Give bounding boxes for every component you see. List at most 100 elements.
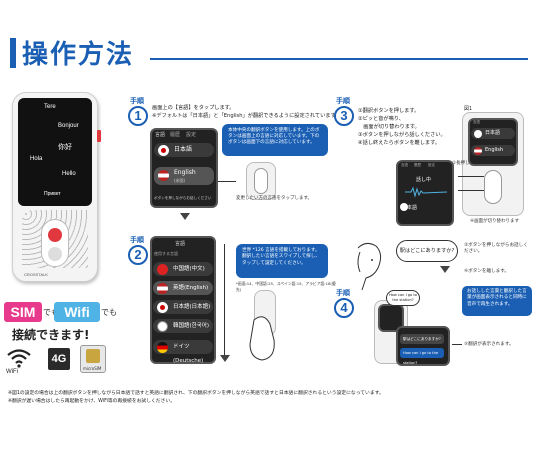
step4-result-phone <box>396 326 450 366</box>
figure1-lang-japanese[interactable]: 日本語 <box>471 128 515 139</box>
japan-flag-icon <box>400 203 408 211</box>
step1-balloon: 本体中央の翻訳ボタンを使用します。上のボタンは画面上の言語に対応しています。下の… <box>222 124 328 156</box>
figure-label: 図1 <box>464 106 473 112</box>
footnote-2: ※翻訳が遅い場合はしたら再起動をかけ、WiFi等の再接続をお試しください。 <box>8 399 175 404</box>
lang-label: 日本語 <box>485 130 501 136</box>
sim-chip-icon <box>86 349 100 363</box>
step1-text1: 画面上の【言語】をタップします。 <box>152 105 235 111</box>
step3-pointer-line-2 <box>458 190 484 191</box>
step1-note: 変更したい方の言語をタップします。 <box>236 196 313 201</box>
step3-phone-speaking <box>396 160 454 226</box>
lang-label: 韓国語(한국어) <box>173 323 209 329</box>
step3-item: 画面が切り替わります。 <box>358 124 420 130</box>
translate-button-bottom <box>48 247 62 261</box>
lang-label: 中国語(中文) <box>173 266 205 272</box>
step3-press-note: ①長押し <box>452 161 470 166</box>
step2-subtitle: 使用する言語 <box>154 251 178 256</box>
step2-lang-german[interactable]: ドイツ(Deutsche) <box>153 340 213 364</box>
step2-lang-chinese[interactable]: 中国語(中文) <box>153 262 213 276</box>
footnote-1: ※図1の設定の場合は上の翻訳ボタンを押しながら日本語で話すと英語に翻訳され、下の… <box>8 391 384 396</box>
step3-item: ④話し終えたらボタンを離します。 <box>358 140 440 146</box>
step4-number: 4 <box>334 298 354 318</box>
step3-tab-settings: 設定 <box>428 163 435 167</box>
step1-lang-japanese[interactable]: 日本語 <box>154 143 214 157</box>
step2-note: *画面:14、中国語:25、スペイン語:15、アラビア語:18(優先) <box>236 281 336 292</box>
step4-release-note: ④ボタンを離します。 <box>464 269 510 274</box>
step4-result-note: ⑤翻訳が表示されます。 <box>464 342 514 347</box>
step2-label: 手順 <box>130 236 144 244</box>
step4-press-note: ②ボタンを押しながらお話しください。 <box>464 243 528 254</box>
lang-label: 日本語 <box>174 146 193 153</box>
wifi-icon-label: WiFi <box>6 369 18 375</box>
step3-tab-history: 履歴 <box>414 163 421 167</box>
step1-tab-lang[interactable]: 言語 <box>155 132 166 138</box>
step3-label: 手順 <box>336 97 350 105</box>
brand-logo: CROSSTALK <box>24 272 48 277</box>
step2-title: 言語 <box>175 241 186 247</box>
step1-label: 手順 <box>130 97 144 105</box>
wifi-tag: Wifi <box>54 302 100 322</box>
step4-result-source: 駅はどこにありますか? <box>400 334 444 344</box>
wifi-icon <box>7 349 31 368</box>
device-word: Hello <box>62 171 76 177</box>
step4-result-target: How can I go to the station? <box>400 348 444 365</box>
step3-speaking-label: 話し中 <box>416 177 432 183</box>
step2-lang-english[interactable]: 英語(English) <box>153 281 213 295</box>
connect-label: 接続できます! <box>12 328 90 342</box>
step1-to-2-arrow <box>180 213 190 220</box>
device-word: Hola <box>30 156 43 162</box>
step2-scroll-line <box>224 244 225 356</box>
sim-de-label: でも <box>43 308 59 317</box>
page-title: 操作方法 <box>22 40 135 70</box>
device-word: Привет <box>44 191 61 197</box>
hand-icon <box>249 316 275 361</box>
step3-inline-lang: 日本語 <box>402 205 418 211</box>
step3-item: ②ピッと音が鳴り、 <box>358 116 404 122</box>
device-screen <box>18 98 92 206</box>
step3-number: 3 <box>334 106 354 126</box>
step1-lang-sub: (米国) <box>174 178 186 183</box>
step4-label: 手順 <box>336 289 350 297</box>
step3-pointer-line <box>458 176 484 177</box>
sim-tag: SIM <box>4 302 42 322</box>
waveform-icon <box>405 186 447 198</box>
figure1-translate-button <box>484 170 502 204</box>
device-word: Tere <box>44 104 56 110</box>
step2-lang-japanese[interactable]: 日本語(日本語) <box>153 300 213 314</box>
step3-item: ①翻訳ボタンを押します。 <box>358 108 420 114</box>
lang-label: 英語(English) <box>173 285 209 291</box>
step1-hint: ボタンを押しながらお話しください <box>154 196 212 200</box>
speaking-person-icon <box>357 242 382 291</box>
sim-card-label: microSIM <box>83 366 102 371</box>
step4-balloon: お話しした言葉と翻訳した言葉が画面表示されると同時に音声で再生されます。 <box>462 286 532 316</box>
header-accent-bar <box>10 38 16 68</box>
figure1-screen <box>468 118 518 166</box>
step2-lang-korean[interactable]: 韓国語(한국어) <box>153 319 213 333</box>
header-divider <box>150 58 528 60</box>
step4-pointer-line <box>452 344 462 345</box>
lang-label: English <box>174 169 196 176</box>
step3-item: ③ボタンを押しながら話しください。 <box>358 132 446 138</box>
step1-button-detail <box>254 168 268 194</box>
figure1-tabs: 言語 <box>473 120 480 124</box>
translation-bubble: How can I go to the station? <box>386 290 420 306</box>
speech-bubble: 駅はどこにありますか? <box>396 240 458 262</box>
wifi-de-label: でも <box>101 308 117 317</box>
side-button <box>97 130 101 142</box>
translate-button-top <box>48 228 62 242</box>
step1-tab-settings[interactable]: 設定 <box>186 132 197 138</box>
device-word: Bonjour <box>58 123 79 129</box>
step3-tab-lang: 言語 <box>401 163 408 167</box>
step2-number: 2 <box>128 245 148 265</box>
figure1-lang-english[interactable]: English <box>471 145 515 156</box>
step1-lang-english[interactable]: English <box>154 167 214 185</box>
step1-tab-history[interactable]: 履歴 <box>170 132 181 138</box>
step1-text2: ※デフォルトは「日本語」と「English」が翻訳できるように設定されています。 <box>152 113 341 119</box>
lang-label: English <box>485 147 504 153</box>
4g-icon: 4G <box>48 348 70 370</box>
lang-label: ドイツ(Deutsche) <box>173 344 204 364</box>
step1-pointer-line <box>218 181 236 182</box>
step2-balloon: 世界 *126 言語を搭載しております。翻訳したい言語をスワイプして探し、タップ… <box>236 244 328 278</box>
step3-release-note: ④画面が切り替わります <box>470 219 520 224</box>
step1-number: 1 <box>128 106 148 126</box>
